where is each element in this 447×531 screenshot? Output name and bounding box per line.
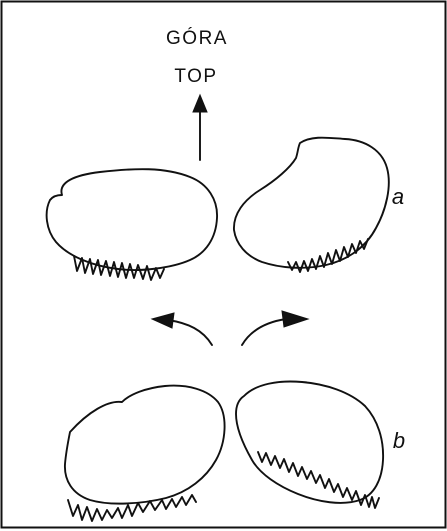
fossil-a-right	[234, 138, 389, 272]
label-gora: GÓRA	[166, 27, 228, 49]
curved-arrow-right-icon	[242, 311, 308, 345]
fossil-a-left	[47, 169, 217, 280]
curved-arrow-left-icon	[152, 313, 212, 345]
label-top: TOP	[174, 66, 217, 87]
label-part-b: b	[393, 428, 405, 453]
arrow-up-icon	[193, 95, 207, 160]
label-part-a: a	[392, 184, 404, 209]
fossil-b-right	[236, 382, 383, 508]
fossil-b-left	[65, 386, 225, 521]
